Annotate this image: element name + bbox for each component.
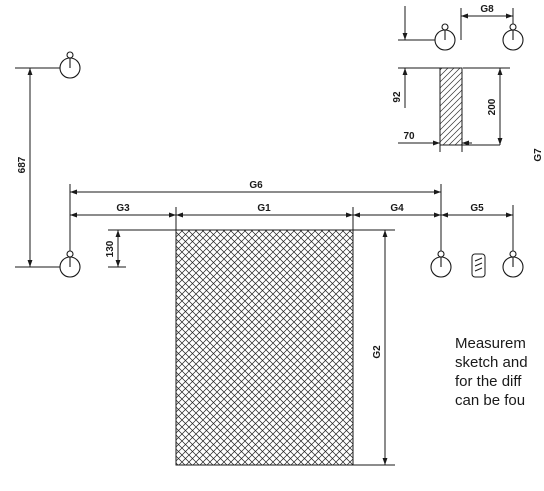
- dim-label-g2: G2: [372, 345, 383, 359]
- dim-label-g3: G3: [116, 203, 130, 214]
- dim-label-92: 92: [392, 91, 403, 103]
- note-line: sketch and: [455, 354, 528, 371]
- dim-label-g6: G6: [249, 180, 263, 191]
- fitting-icon: [502, 250, 524, 278]
- fitting-icon: [59, 51, 81, 79]
- dim-label-g5: G5: [470, 203, 484, 214]
- radiator-valve-icon: [471, 253, 486, 278]
- fitting-icon: [434, 23, 456, 51]
- measurement-note: Measurem sketch and for the diff can be …: [455, 334, 544, 410]
- note-line: can be fou: [455, 392, 526, 409]
- note-line: Measurem: [455, 335, 526, 352]
- hatched-strip: [439, 67, 463, 146]
- dim-label-687: 687: [17, 156, 28, 173]
- dim-label-200: 200: [487, 98, 498, 115]
- dim-label-70: 70: [403, 131, 415, 142]
- fitting-icon: [430, 250, 452, 278]
- dim-label-g8: G8: [480, 4, 494, 15]
- fitting-icon: [59, 250, 81, 278]
- dim-label-g7: G7: [533, 148, 544, 162]
- note-line: for the diff: [455, 373, 522, 390]
- fitting-icon: [502, 23, 524, 51]
- dim-label-g4: G4: [390, 203, 404, 214]
- crosshatched-area: [175, 229, 354, 466]
- dim-label-130: 130: [105, 240, 116, 257]
- dim-label-g1: G1: [257, 203, 271, 214]
